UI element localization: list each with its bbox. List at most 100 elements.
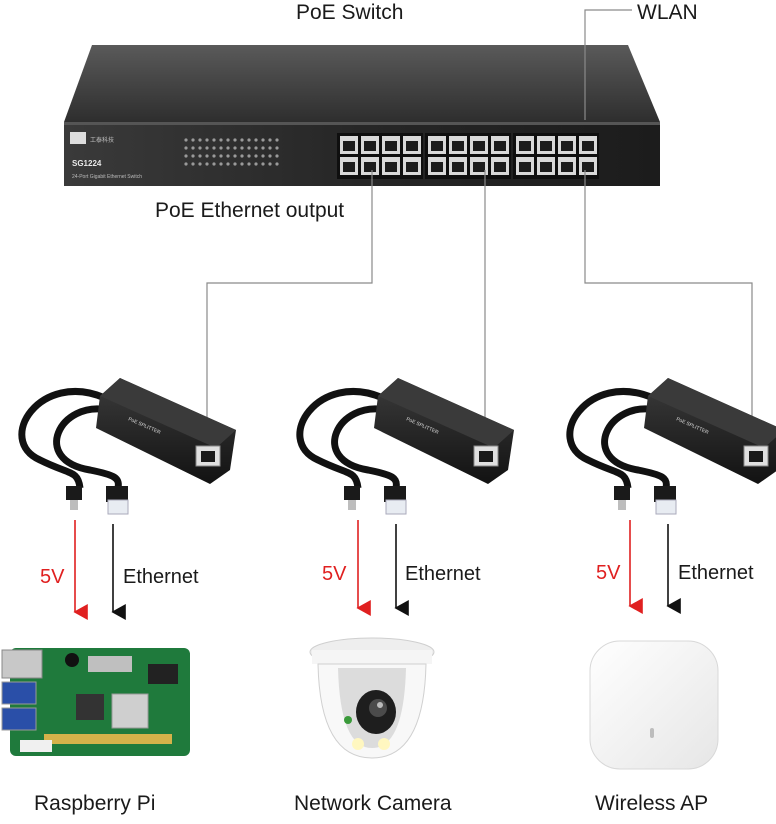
switch-leds <box>184 138 279 166</box>
switch-subtitle-text: 24-Port Gigabit Ethernet Switch <box>72 174 142 180</box>
status-led <box>198 138 202 142</box>
status-led <box>184 162 188 166</box>
ethernet-port-socket <box>494 141 506 151</box>
splitter-top-face <box>378 378 514 448</box>
ethernet-label-raspberry-pi: Ethernet <box>123 566 199 588</box>
ethernet-port-socket <box>364 141 376 151</box>
usb-plug-housing <box>344 486 360 500</box>
status-led <box>212 146 216 150</box>
ethernet-port-socket <box>561 141 573 151</box>
power-label-wireless-ap: 5V <box>596 562 621 584</box>
status-led <box>191 154 195 158</box>
ethernet-port-socket <box>431 162 443 172</box>
ethernet-port-socket <box>385 141 397 151</box>
status-led <box>219 138 223 142</box>
ethernet-port-socket <box>540 141 552 151</box>
status-led <box>191 146 195 150</box>
usb-plug-housing <box>66 486 82 500</box>
ethernet-port-socket <box>540 162 552 172</box>
splitter-top-face <box>100 378 236 448</box>
status-led <box>191 162 195 166</box>
status-led <box>254 162 258 166</box>
status-led <box>275 146 279 150</box>
status-led <box>247 154 251 158</box>
ethernet-cable-lines <box>206 9 753 440</box>
status-led <box>226 146 230 150</box>
device-label-wireless-ap: Wireless AP <box>595 792 709 815</box>
wlan-leader-line <box>584 9 632 120</box>
poe-switch: 工泰科技 SG1224 24-Port Gigabit Ethernet Swi… <box>64 45 660 186</box>
status-led <box>205 162 209 166</box>
ethernet-port-socket <box>343 141 355 151</box>
status-led <box>198 146 202 150</box>
status-led <box>275 162 279 166</box>
ethernet-label-wireless-ap: Ethernet <box>678 562 754 584</box>
status-led <box>212 138 216 142</box>
status-led <box>184 154 188 158</box>
status-led <box>268 154 272 158</box>
status-led <box>247 162 251 166</box>
status-led <box>275 154 279 158</box>
switch-model-text: SG1224 <box>72 159 102 168</box>
status-led <box>247 146 251 150</box>
splitter-rj45-socket <box>749 451 763 462</box>
status-led <box>184 138 188 142</box>
ethernet-port-socket <box>364 162 376 172</box>
status-led <box>261 154 265 158</box>
status-led <box>261 146 265 150</box>
status-led <box>240 138 244 142</box>
status-led <box>240 162 244 166</box>
status-led <box>275 138 279 142</box>
ethernet-port-socket <box>473 162 485 172</box>
ethernet-port-socket <box>452 141 464 151</box>
splitter-cable <box>53 405 122 489</box>
ethernet-port-socket <box>452 162 464 172</box>
rj45-plug-boot <box>106 486 128 502</box>
status-led <box>205 146 209 150</box>
ethernet-port-socket <box>406 141 418 151</box>
rj45-plug-boot <box>654 486 676 502</box>
status-led <box>268 138 272 142</box>
ethernet-port-socket <box>385 162 397 172</box>
signal-arrows <box>73 520 681 620</box>
cable-line-wireless-ap <box>584 170 753 440</box>
status-led <box>247 138 251 142</box>
splitter-cable <box>296 388 385 489</box>
status-led <box>198 154 202 158</box>
status-led <box>233 162 237 166</box>
ethernet-label-network-camera: Ethernet <box>405 563 481 585</box>
usb-plug-tip <box>70 500 78 510</box>
ethernet-port-socket <box>406 162 418 172</box>
device-label-raspberry-pi: Raspberry Pi <box>34 792 156 815</box>
power-label-raspberry-pi: 5V <box>40 566 65 588</box>
ethernet-port-socket <box>473 141 485 151</box>
switch-ports <box>337 133 599 179</box>
rj45-plug-boot <box>384 486 406 502</box>
status-led <box>212 162 216 166</box>
status-led <box>268 146 272 150</box>
status-led <box>205 138 209 142</box>
ethernet-port-socket <box>494 162 506 172</box>
usb-plug-housing <box>614 486 630 500</box>
status-led <box>240 146 244 150</box>
raspberry-pi-board-icon <box>1 648 190 756</box>
status-led <box>233 154 237 158</box>
wlan-label: WLAN <box>637 1 698 24</box>
splitter-cable <box>566 388 655 489</box>
ethernet-port-socket <box>582 162 594 172</box>
cable-line-raspberry-pi <box>206 170 373 440</box>
status-led <box>191 138 195 142</box>
status-led <box>261 162 265 166</box>
rj45-plug-head <box>655 499 677 515</box>
switch-logo: 工泰科技 <box>70 132 114 144</box>
status-led <box>212 154 216 158</box>
status-led <box>226 154 230 158</box>
ethernet-port-socket <box>519 162 531 172</box>
ethernet-port-socket <box>582 141 594 151</box>
status-led <box>254 138 258 142</box>
usb-plug-tip <box>348 500 356 510</box>
status-led <box>205 154 209 158</box>
status-led <box>226 138 230 142</box>
status-led <box>226 162 230 166</box>
